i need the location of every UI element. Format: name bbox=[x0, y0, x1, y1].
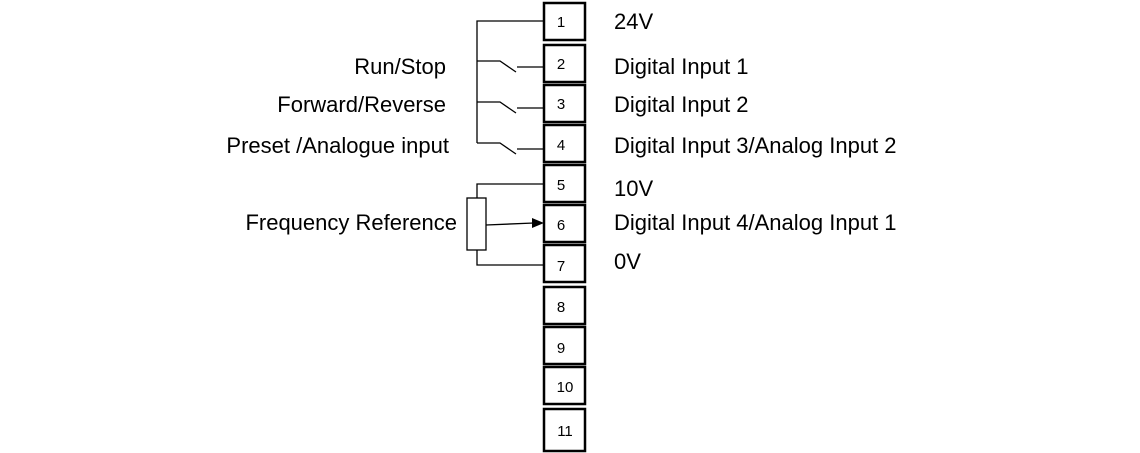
terminal-cell-5 bbox=[542, 163, 587, 204]
terminal-number: 9 bbox=[557, 340, 565, 357]
frequency-reference-label: Frequency Reference bbox=[245, 210, 457, 235]
potentiometer-wiring bbox=[466, 183, 544, 266]
terminal-1-signal: 24V bbox=[614, 9, 653, 34]
common-24v-wire bbox=[476, 20, 544, 143]
terminal-cell-3 bbox=[542, 83, 587, 124]
terminal-cell-11 bbox=[542, 407, 587, 453]
run-stop-label: Run/Stop bbox=[354, 54, 446, 79]
terminal-cell-7 bbox=[542, 243, 587, 284]
terminal-number: 5 bbox=[557, 177, 565, 194]
function-labels: Run/Stop Forward/Reverse Preset /Analogu… bbox=[226, 54, 457, 235]
pot-top-wire bbox=[476, 183, 544, 198]
terminal-4-signal: Digital Input 3/Analog Input 2 bbox=[614, 133, 897, 158]
terminal-cell-4 bbox=[542, 123, 587, 164]
terminal-cell-9 bbox=[542, 325, 587, 366]
terminal-number: 4 bbox=[557, 137, 565, 154]
terminal-cell-6 bbox=[542, 203, 587, 244]
terminal-block bbox=[542, 1, 587, 453]
pot-bottom-wire bbox=[476, 250, 544, 266]
terminal-6-signal: Digital Input 4/Analog Input 1 bbox=[614, 210, 897, 235]
terminal-number: 3 bbox=[557, 96, 565, 113]
terminal-numbers: 1 2 3 4 5 6 7 8 9 10 11 bbox=[557, 14, 574, 440]
pot-wiper-wire bbox=[485, 222, 535, 226]
preset-analogue-label: Preset /Analogue input bbox=[226, 133, 449, 158]
signal-labels: 24V Digital Input 1 Digital Input 2 Digi… bbox=[614, 9, 897, 274]
terminal-number: 8 bbox=[557, 299, 565, 316]
terminal-number: 10 bbox=[557, 379, 574, 396]
terminal-cell-2 bbox=[542, 43, 587, 84]
forward-reverse-switch bbox=[477, 101, 544, 114]
terminal-number: 7 bbox=[557, 258, 565, 275]
terminal-7-signal: 0V bbox=[614, 249, 641, 274]
terminal-number: 2 bbox=[557, 56, 565, 73]
terminal-3-signal: Digital Input 2 bbox=[614, 92, 749, 117]
run-stop-switch bbox=[477, 60, 544, 73]
terminal-5-signal: 10V bbox=[614, 176, 653, 201]
switch-wiring bbox=[476, 20, 544, 155]
terminal-number: 1 bbox=[557, 14, 565, 31]
terminal-2-signal: Digital Input 1 bbox=[614, 54, 749, 79]
terminal-cell-8 bbox=[542, 285, 587, 326]
forward-reverse-label: Forward/Reverse bbox=[277, 92, 446, 117]
terminal-number: 6 bbox=[557, 217, 565, 234]
terminal-number: 11 bbox=[557, 423, 573, 440]
terminal-cell-10 bbox=[542, 365, 587, 406]
wiper-arrow-icon bbox=[532, 218, 544, 228]
preset-analogue-switch bbox=[477, 142, 544, 155]
potentiometer-resistor bbox=[466, 197, 487, 251]
